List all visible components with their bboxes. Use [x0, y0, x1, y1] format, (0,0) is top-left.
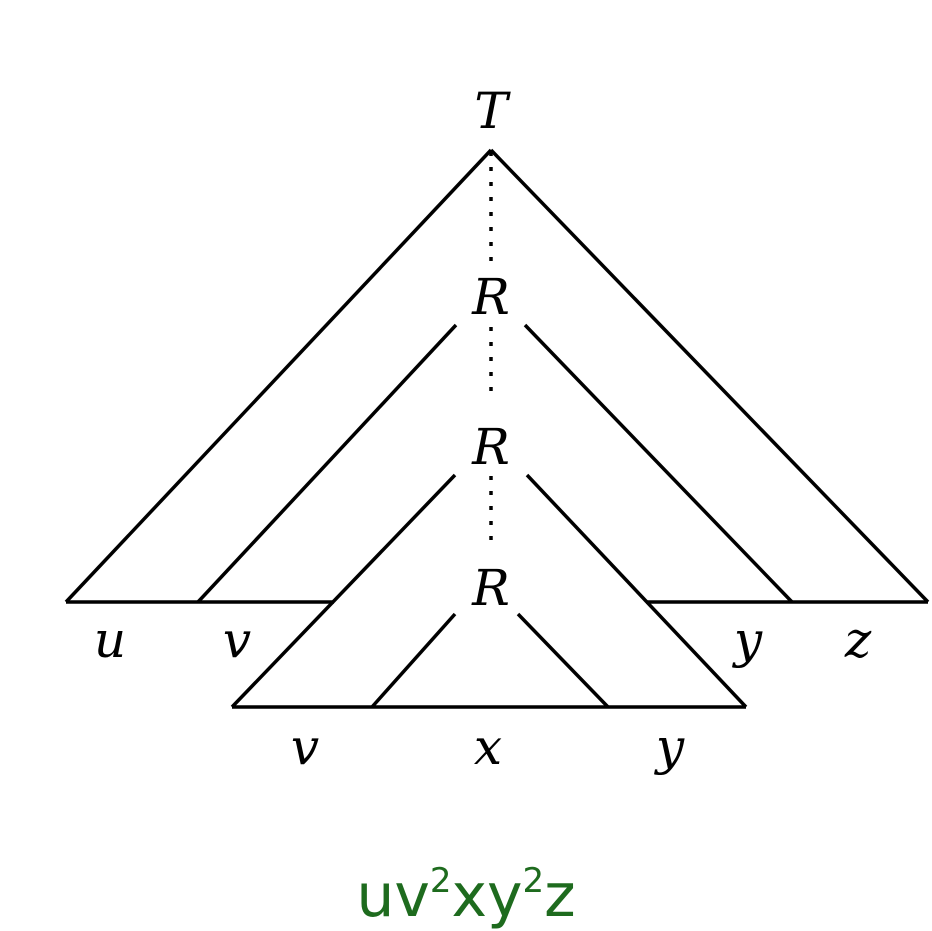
outer-triangle [64, 148, 930, 604]
innermost-triangle [370, 612, 610, 709]
leaf-label-z: z [844, 611, 872, 669]
leaf-label-v-upper: v [223, 611, 251, 669]
middle-triangle [196, 323, 794, 604]
leaf-label-y-upper: y [732, 611, 763, 669]
node-label-r2: R [471, 418, 510, 476]
node-label-r1: R [471, 268, 510, 326]
caption-u: u [356, 861, 395, 931]
root-label: T [474, 82, 511, 140]
leaf-label-y-lower: y [654, 718, 685, 776]
caption-v-exponent: 2 [429, 861, 452, 901]
caption-z: z [544, 861, 576, 931]
pumped-string-caption: uv2xy2z [0, 846, 932, 931]
leaf-label-x: x [474, 718, 502, 776]
caption-y-exponent: 2 [522, 861, 545, 901]
parse-tree-diagram: T R R R u v y z v x y [64, 82, 930, 776]
caption-xy: xy [451, 861, 523, 931]
caption-v: v [394, 861, 430, 931]
leaf-label-u: u [94, 611, 126, 669]
inner-triangle [230, 473, 748, 709]
node-label-r3: R [471, 559, 510, 617]
leaf-label-v-lower: v [291, 718, 319, 776]
